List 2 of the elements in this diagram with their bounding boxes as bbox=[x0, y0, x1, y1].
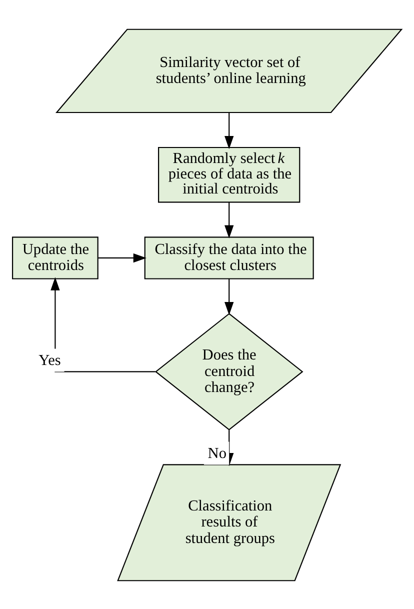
edge-label: Yes bbox=[38, 351, 61, 368]
edge-label: No bbox=[208, 444, 226, 462]
